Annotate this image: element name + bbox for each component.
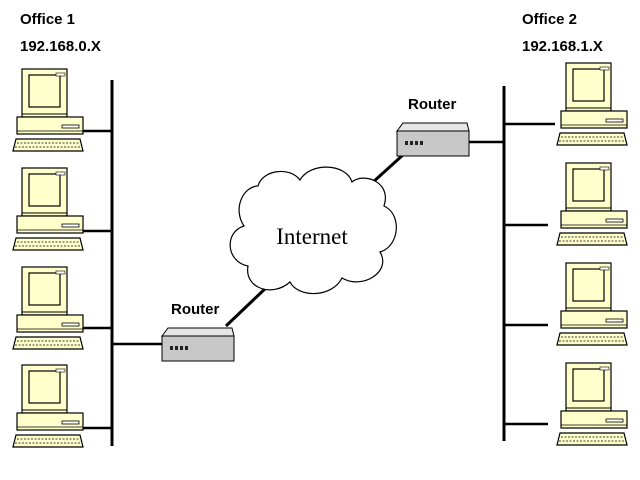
office1-computer bbox=[12, 266, 84, 350]
office1-computer bbox=[12, 167, 84, 251]
internet-cloud-icon bbox=[229, 166, 397, 295]
router-label-right: Router bbox=[408, 96, 456, 113]
office2-computer bbox=[556, 62, 628, 146]
router-label-left: Router bbox=[171, 301, 219, 318]
office2-name: Office 2 bbox=[522, 11, 577, 28]
office1-computer bbox=[12, 364, 84, 448]
office2-subnet: 192.168.1.X bbox=[522, 38, 603, 55]
office1-computer bbox=[12, 68, 84, 152]
internet-label: Internet bbox=[276, 224, 348, 249]
office2-computer bbox=[556, 162, 628, 246]
office1-name: Office 1 bbox=[20, 11, 75, 28]
office2-computer bbox=[556, 262, 628, 346]
link-router1-internet bbox=[224, 284, 270, 328]
link-internet-router2 bbox=[370, 152, 406, 185]
router-icon bbox=[396, 122, 470, 157]
office2-computer bbox=[556, 362, 628, 446]
router-icon bbox=[161, 327, 235, 362]
office1-subnet: 192.168.0.X bbox=[20, 38, 101, 55]
